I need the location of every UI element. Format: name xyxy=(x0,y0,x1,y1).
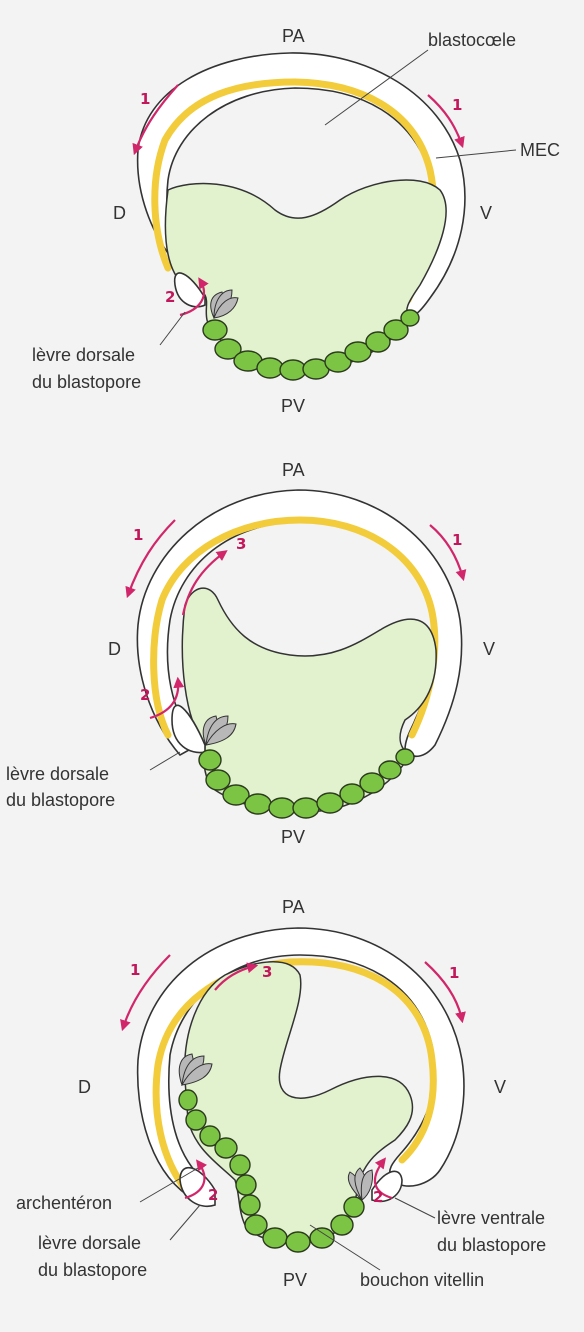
arrow-label: 2 xyxy=(373,1188,383,1206)
label-pa: PA xyxy=(282,897,305,917)
label-pv: PV xyxy=(283,1270,307,1290)
leader-levre-dorsale xyxy=(150,752,180,770)
arrow-label: 2 xyxy=(208,1186,218,1204)
arrow-label: 2 xyxy=(165,288,175,306)
label-d: D xyxy=(78,1077,91,1097)
panel-3-late-gastrula: 1 1 2 2 3 PA PV D V archentéron lèvre do… xyxy=(16,897,546,1290)
label-bouchon-vitellin: bouchon vitellin xyxy=(360,1270,484,1290)
arrow-label: 1 xyxy=(452,531,462,549)
label-levre-ventrale-line2: du blastopore xyxy=(437,1235,546,1255)
arrow-label: 3 xyxy=(262,963,272,981)
label-levre-dorsale-line1: lèvre dorsale xyxy=(32,345,135,365)
label-d: D xyxy=(108,639,121,659)
panel-1-early-gastrula: 1 1 2 PA PV D V blastocœle MEC lèvre dor… xyxy=(32,26,560,416)
label-pa: PA xyxy=(282,460,305,480)
label-pa: PA xyxy=(282,26,305,46)
label-levre-dorsale-line2: du blastopore xyxy=(38,1260,147,1280)
label-levre-dorsale-line2: du blastopore xyxy=(6,790,115,810)
label-pv: PV xyxy=(281,827,305,847)
vegetal-mass-1 xyxy=(165,180,446,370)
leader-levre-ventrale xyxy=(395,1198,435,1218)
panel-2-mid-gastrula: 1 1 2 3 PA PV D V lèvre dorsale du blast… xyxy=(6,460,495,847)
label-v: V xyxy=(494,1077,506,1097)
label-levre-ventrale-line1: lèvre ventrale xyxy=(437,1208,545,1228)
label-levre-dorsale-line1: lèvre dorsale xyxy=(38,1233,141,1253)
label-levre-dorsale-line2: du blastopore xyxy=(32,372,141,392)
label-v: V xyxy=(483,639,495,659)
label-mec: MEC xyxy=(520,140,560,160)
arrow-label: 2 xyxy=(140,686,150,704)
label-v: V xyxy=(480,203,492,223)
arrow-label: 1 xyxy=(452,96,462,114)
arrow-label: 1 xyxy=(130,961,140,979)
label-d: D xyxy=(113,203,126,223)
leader-levre-dorsale xyxy=(170,1205,200,1240)
label-archenteron: archentéron xyxy=(16,1193,112,1213)
label-levre-dorsale-line1: lèvre dorsale xyxy=(6,764,109,784)
label-pv: PV xyxy=(281,396,305,416)
arrow-label: 1 xyxy=(140,90,150,108)
leader-levre-dorsale xyxy=(160,312,185,345)
arrow-label: 1 xyxy=(133,526,143,544)
label-blastocoele: blastocœle xyxy=(428,30,516,50)
arrow-label: 1 xyxy=(449,964,459,982)
arrow-label: 3 xyxy=(236,535,246,553)
